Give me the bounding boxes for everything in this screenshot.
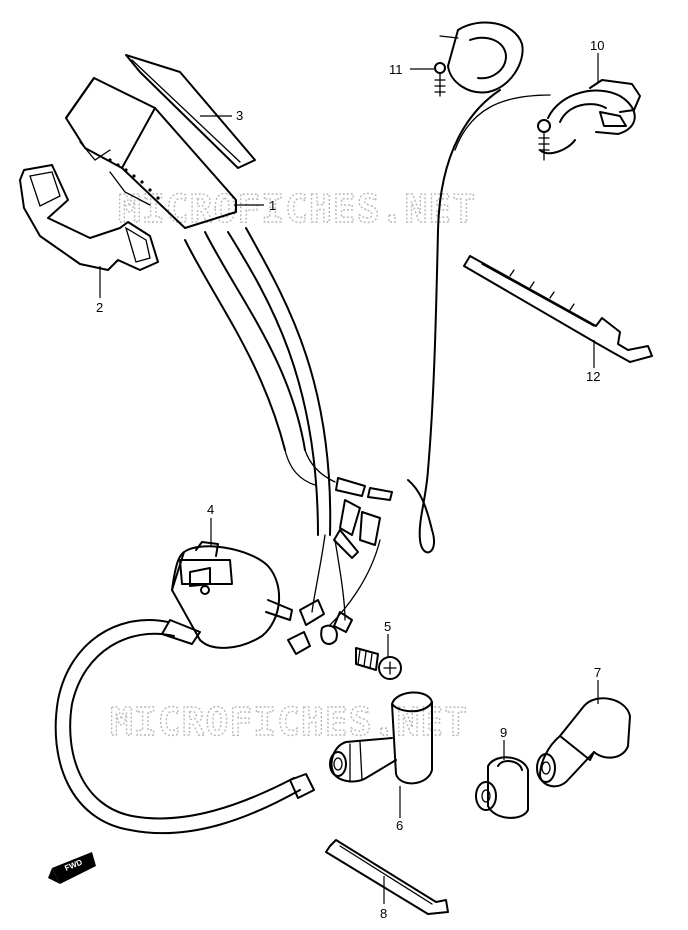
callout-2: 2 — [96, 300, 103, 315]
wire-lead — [407, 89, 501, 554]
callout-3: 3 — [236, 108, 243, 123]
part-4-ignition-coil — [161, 541, 293, 649]
fwd-arrow-icon: FWD — [48, 852, 96, 884]
high-tension-lead — [54, 619, 301, 835]
part-7-plug-cap — [536, 697, 631, 788]
callout-8: 8 — [380, 906, 387, 921]
callout-9: 9 — [500, 725, 507, 740]
callout-6: 6 — [396, 818, 403, 833]
part-5-screw — [355, 647, 402, 680]
callout-12: 12 — [586, 369, 600, 384]
part-2-bracket — [19, 164, 159, 271]
part-6-plug-cap — [329, 691, 433, 785]
callout-11: 11 — [389, 62, 403, 77]
watermark-bottom: MICROFICHES.NET — [110, 700, 468, 744]
part-12-cable-tie — [463, 255, 653, 363]
part-1-cdi-unit — [65, 77, 393, 655]
part-10-clamp — [537, 79, 641, 161]
callout-7: 7 — [594, 665, 601, 680]
callout-10: 10 — [590, 38, 604, 53]
watermark-top: MICROFICHES.NET — [118, 187, 476, 231]
leader-lines — [99, 53, 599, 904]
callout-5: 5 — [384, 619, 391, 634]
part-9-grommet — [475, 756, 529, 819]
callouts: 1 2 3 4 5 6 7 8 9 10 11 12 — [96, 38, 604, 921]
part-8-cable-tie — [325, 839, 449, 915]
part-3-gasket — [125, 54, 256, 169]
part-11-clamp — [434, 21, 524, 97]
callout-4: 4 — [207, 502, 214, 517]
callout-1: 1 — [269, 198, 276, 213]
